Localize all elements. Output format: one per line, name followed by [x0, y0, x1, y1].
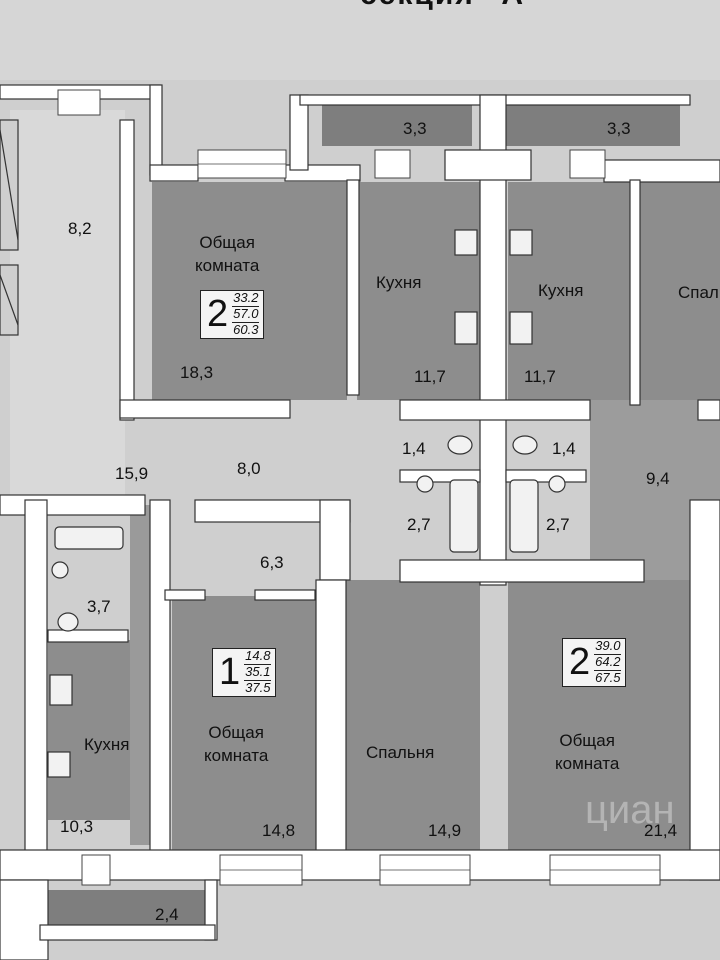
total-area: 64.2 — [594, 653, 622, 671]
room-name-kitchen: Кухня — [84, 735, 130, 754]
total-area: 57.0 — [232, 305, 260, 323]
room-living-bottom-right — [508, 580, 698, 850]
area-label: 15,9 — [115, 464, 149, 483]
stove-bottom — [47, 751, 71, 778]
watermark: циан — [585, 788, 675, 832]
area-label: 3,7 — [87, 597, 111, 616]
balcony-top-2 — [500, 98, 680, 146]
living-area: 33.2 — [232, 290, 260, 307]
area-label: 18,3 — [180, 363, 214, 382]
area-label: 6,3 — [260, 553, 284, 572]
living-area: 14.8 — [244, 648, 272, 665]
stove-left — [454, 229, 478, 256]
room-kitchen-right — [508, 182, 630, 400]
apartment-rooms: 1 — [219, 651, 241, 694]
window-lines — [198, 163, 660, 871]
balcony-top-1 — [322, 98, 472, 146]
apartment-rooms: 2 — [207, 293, 229, 336]
room-bedroom-top-right — [632, 182, 720, 402]
area-label: 9,4 — [646, 469, 670, 488]
room-name-kitchen: Кухня — [538, 281, 584, 300]
kitchen-sink-left — [454, 311, 478, 345]
room-name-bedroom-cut: Спальн — [678, 283, 720, 302]
stair-hall — [10, 110, 125, 500]
room-bedroom-bottom — [345, 580, 480, 850]
area-label: 1,4 — [402, 439, 426, 458]
kitchen-sink-bottom — [49, 674, 73, 706]
area-label: 8,2 — [68, 219, 92, 238]
stove-right — [509, 229, 533, 256]
kitchen-sink-right — [509, 311, 533, 345]
area-label: 11,7 — [524, 367, 556, 386]
area-label: 1,4 — [552, 439, 576, 458]
toilet-left — [447, 435, 473, 455]
room-name-kitchen: Кухня — [376, 273, 422, 292]
room-name-bedroom: Спальня — [366, 743, 435, 762]
balconies — [48, 98, 680, 930]
sink-bottom — [51, 561, 69, 579]
room-fills — [48, 182, 720, 850]
toilet-bottom — [57, 612, 79, 632]
area-label: 2,7 — [546, 515, 570, 534]
apartment-badge: 2 39.0 64.2 67.5 — [562, 638, 627, 687]
room-kitchen-left — [357, 182, 482, 400]
area-label: 14,8 — [262, 821, 296, 840]
total-area: 35.1 — [244, 663, 272, 681]
room-living-bottom-left — [172, 596, 317, 850]
apartment-badge: 1 14.8 35.1 37.5 — [212, 648, 277, 697]
bathtub-bottom-left — [54, 526, 124, 550]
area-label: 3,3 — [403, 119, 427, 138]
living-area: 39.0 — [594, 638, 622, 655]
elevator-shafts — [0, 119, 19, 336]
section-title: секция "А" — [360, 0, 541, 12]
toilet-right — [512, 435, 538, 455]
area-label: 14,9 — [428, 821, 462, 840]
balcony-bottom — [48, 890, 208, 930]
sink-left — [416, 475, 434, 493]
area-label: 2,4 — [155, 905, 179, 924]
area-label: 10,3 — [60, 817, 94, 836]
fixtures — [47, 229, 566, 778]
total-area-with-balcony: 37.5 — [245, 679, 271, 695]
apartment-badge: 2 33.2 57.0 60.3 — [200, 290, 265, 339]
bathtub-right — [509, 479, 539, 553]
area-label: 11,7 — [414, 367, 446, 386]
area-label: 2,7 — [407, 515, 431, 534]
total-area-with-balcony: 60.3 — [233, 321, 259, 337]
area-label: 8,0 — [237, 459, 261, 478]
bathtub-left — [449, 479, 479, 553]
apartment-rooms: 2 — [569, 641, 591, 684]
sink-right — [548, 475, 566, 493]
area-label: 21,4 — [644, 821, 678, 840]
area-label: 3,3 — [607, 119, 631, 138]
total-area-with-balcony: 67.5 — [595, 669, 621, 685]
